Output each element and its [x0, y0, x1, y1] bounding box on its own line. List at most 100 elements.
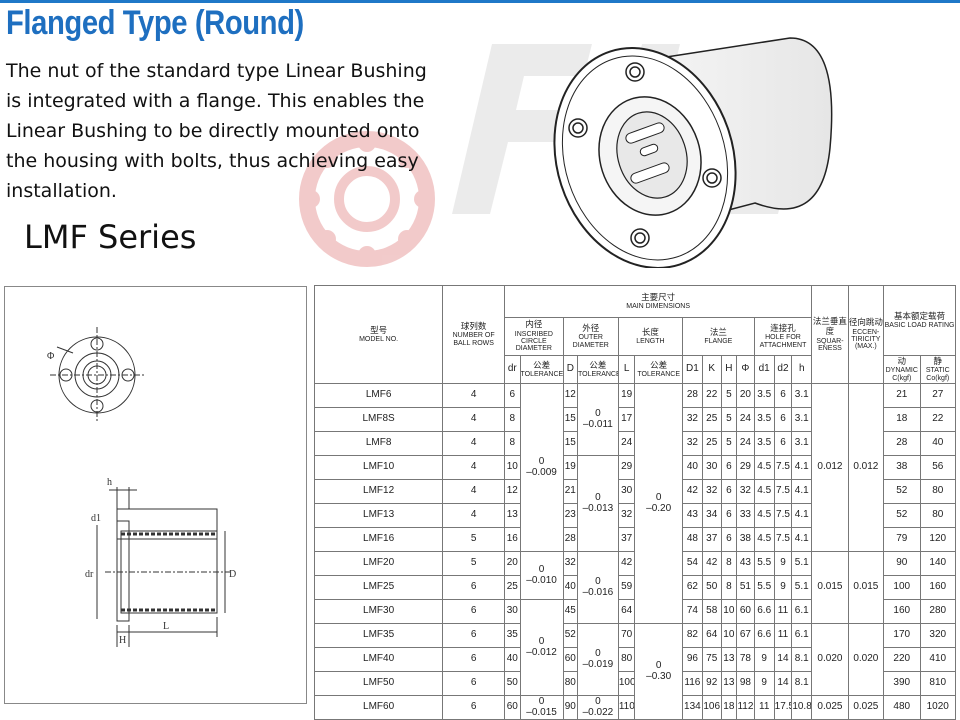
cell-D: 28	[562, 527, 578, 552]
cell-D1: 32	[681, 407, 703, 432]
cell-h: 8.1	[791, 671, 813, 696]
cell-L: 110	[617, 695, 636, 720]
cell-D1: 28	[681, 383, 703, 408]
header-inner-en: INSCRIBED CIRCLE DIAMETER	[514, 330, 553, 353]
cell-d2: 14	[773, 647, 793, 672]
cell-L: 24	[617, 431, 636, 456]
cell-dynamic-load: 21	[883, 383, 921, 408]
tol-zh: 公差	[589, 359, 607, 370]
cell-d1: 4.5	[753, 527, 775, 552]
cell-D1: 54	[681, 551, 703, 576]
cell-static-load: 40	[919, 431, 956, 456]
cell-D1: 74	[681, 599, 703, 624]
cell-h: 3.1	[791, 383, 813, 408]
cell-K: 37	[701, 527, 722, 552]
cell-K: 58	[701, 599, 722, 624]
sub-h: h	[791, 355, 813, 384]
cell-L-tolerance: 0–0.30	[634, 623, 683, 720]
cell-dynamic-load: 52	[883, 479, 921, 504]
cell-L-tolerance: 0–0.20	[634, 383, 683, 624]
cell-K: 50	[701, 575, 722, 600]
cell-L: 29	[617, 455, 636, 480]
header-length-zh: 长度	[641, 326, 659, 337]
cell-D-tolerance: 0–0.013	[576, 455, 619, 552]
header-rows-en: NUMBER OF BALL ROWS	[452, 332, 495, 347]
cell-h: 6.1	[791, 599, 813, 624]
cell-dynamic-load: 100	[883, 575, 921, 600]
cell-model: LMF6	[313, 383, 444, 408]
cell-D1: 62	[681, 575, 703, 600]
cell-d2: 17.5	[773, 695, 793, 720]
cell-H: 13	[720, 671, 738, 696]
cell-L: 17	[617, 407, 636, 432]
sta-zh: 静	[933, 355, 942, 366]
cell-K: 106	[701, 695, 722, 720]
header-model-en: MODEL NO.	[359, 336, 399, 344]
cell-d2: 11	[773, 599, 793, 624]
cell-dynamic-load: 18	[883, 407, 921, 432]
cell-H: 6	[720, 479, 738, 504]
header-hole-en: HOLE FOR ATTACHMENT	[759, 334, 807, 349]
cell-phi: 24	[736, 431, 755, 456]
cell-d1: 3.5	[753, 431, 775, 456]
cell-eccentricity: 0.012	[847, 383, 885, 552]
cell-dynamic-load: 170	[883, 623, 921, 648]
label-dr: dr	[85, 569, 94, 580]
description-line: is integrated with a flange. This enable…	[6, 90, 425, 112]
cell-d2: 7.5	[773, 455, 793, 480]
cell-d2: 7.5	[773, 479, 793, 504]
cell-H: 5	[720, 407, 738, 432]
cell-dr-tolerance: 0–0.012	[519, 599, 564, 696]
cell-dr-tolerance: 0–0.015	[519, 695, 564, 720]
technical-drawing: Φ h d1 dr D H L	[4, 286, 307, 704]
cell-d2: 11	[773, 623, 793, 648]
cell-d2: 9	[773, 551, 793, 576]
cell-K: 42	[701, 551, 722, 576]
cell-phi: 29	[736, 455, 755, 480]
header-ecc-en: ECCEN-TIRICITY (MAX.)	[851, 328, 881, 351]
header-flange-en: FLANGE	[704, 338, 733, 346]
label-L: L	[163, 621, 169, 632]
cell-dr-tolerance: 0–0.010	[519, 551, 564, 600]
cell-L: 37	[617, 527, 636, 552]
cell-dr: 40	[504, 647, 521, 672]
cell-D: 60	[562, 647, 578, 672]
sub-K: K	[701, 355, 722, 384]
cell-H: 6	[720, 455, 738, 480]
cell-static-load: 22	[919, 407, 956, 432]
header-square-en: SQUAR-ENESS	[816, 337, 844, 352]
cell-d2: 14	[773, 671, 793, 696]
cell-d1: 11	[753, 695, 775, 720]
cell-D: 32	[562, 551, 578, 576]
cell-phi: 112	[736, 695, 755, 720]
cell-squareness: 0.020	[811, 623, 849, 696]
cell-D: 15	[562, 431, 578, 456]
cell-dr: 13	[504, 503, 521, 528]
cell-model: LMF13	[313, 503, 444, 528]
cell-h: 6.1	[791, 623, 813, 648]
tol-zh: 公差	[533, 359, 551, 370]
cell-L: 70	[617, 623, 636, 648]
cell-h: 4.1	[791, 527, 813, 552]
cell-h: 5.1	[791, 575, 813, 600]
cell-dr: 25	[504, 575, 521, 600]
cell-H: 6	[720, 503, 738, 528]
cell-K: 32	[701, 479, 722, 504]
cell-D: 52	[562, 623, 578, 648]
cell-static-load: 56	[919, 455, 956, 480]
cell-L: 80	[617, 647, 636, 672]
cell-d1: 9	[753, 647, 775, 672]
sub-D: D	[562, 355, 578, 384]
